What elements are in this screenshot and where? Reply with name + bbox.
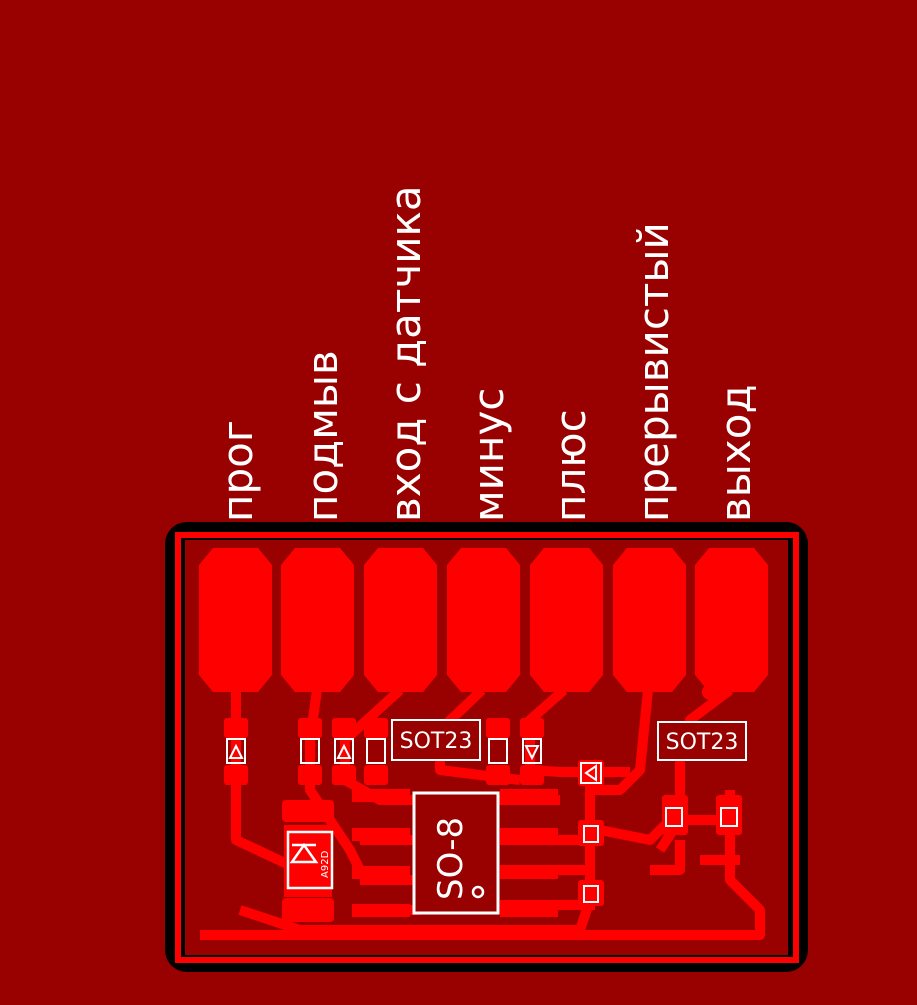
pad-preryvisty — [613, 548, 686, 692]
sot23-left-label: SOT23 — [400, 729, 473, 754]
ground-ring — [175, 532, 799, 963]
pad-prog — [199, 548, 272, 692]
sot23-right-label: SOT23 — [666, 730, 739, 755]
so8-package: SO-8 — [412, 791, 500, 915]
silk-outlines — [226, 738, 738, 903]
pad-label-vhod: вход с датчика — [381, 185, 430, 522]
sot23-right: SOT23 — [657, 721, 747, 761]
pad-label-podmyv: подмыв — [298, 350, 347, 522]
connector-pads — [199, 548, 768, 692]
pad-minus — [447, 548, 520, 692]
pad-label-minus: минус — [464, 388, 513, 522]
pad-plus — [530, 548, 603, 692]
so8-label: SO-8 — [431, 817, 471, 900]
pad-label-plus: плюс — [546, 409, 595, 522]
pad-label-vyhod: выход — [711, 384, 760, 522]
pad-podmyv — [281, 548, 354, 692]
via — [702, 684, 718, 700]
pad-label-preryvisty: прерывистый — [629, 222, 678, 522]
pad-label-prog: прог — [213, 420, 262, 522]
so8-pads — [352, 789, 558, 917]
pad-vhod — [364, 548, 437, 692]
sot23-left: SOT23 — [391, 719, 481, 761]
pad-labels: прог подмыв вход с датчика минус плюс пр… — [213, 185, 760, 522]
pad-vyhod — [695, 548, 768, 692]
diode-component: A92D — [284, 825, 334, 897]
diode-code: A92D — [320, 850, 331, 878]
